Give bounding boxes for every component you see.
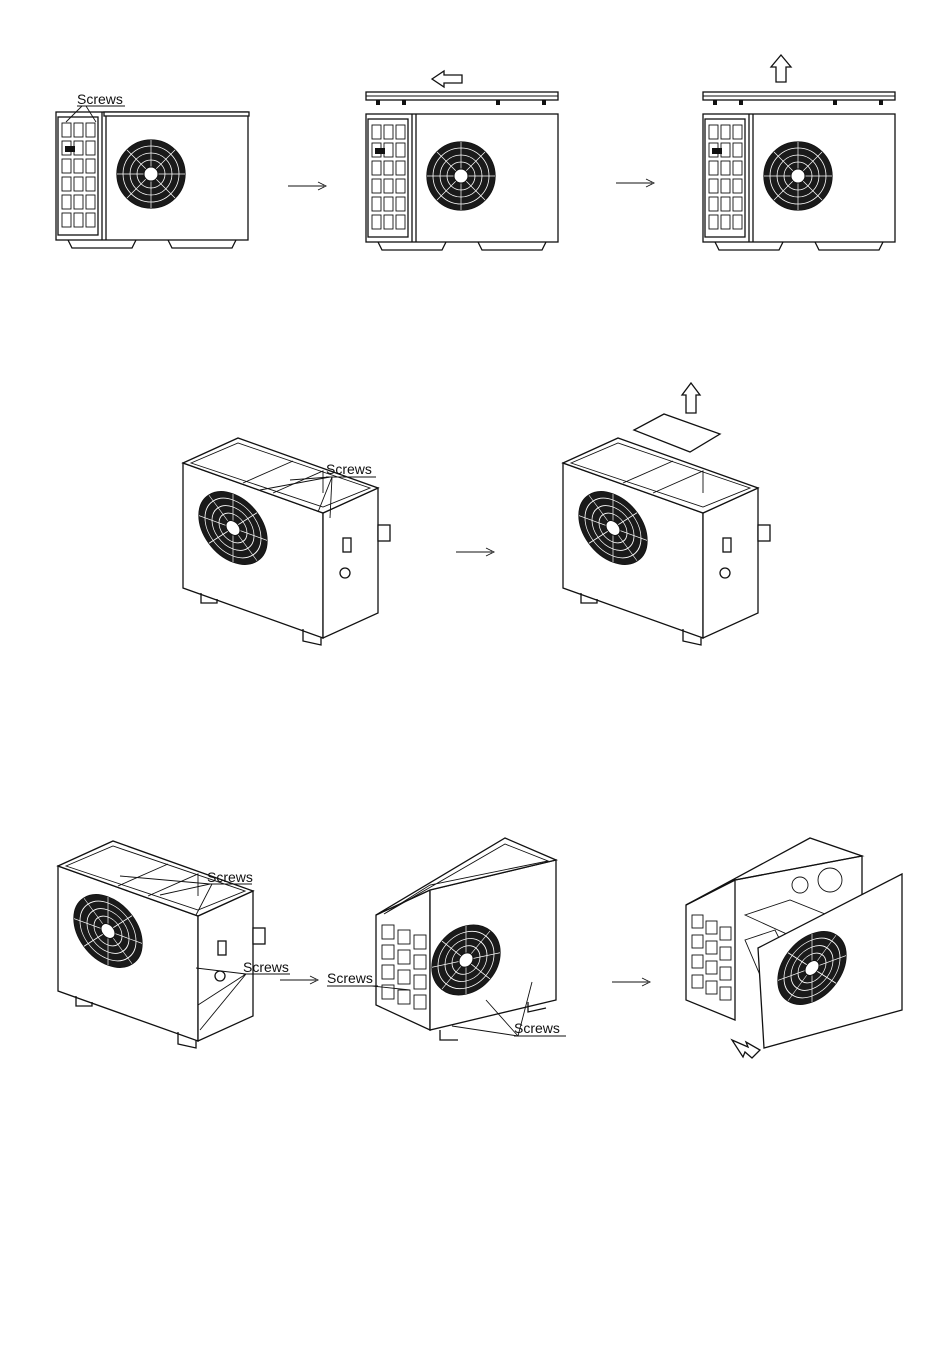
flow-arrow-icon	[280, 976, 318, 984]
flow-arrow-icon	[288, 182, 326, 190]
screws-label-6: Screws	[514, 1020, 560, 1036]
flow-arrow-icon	[456, 548, 494, 556]
step1-panel-a: Screws	[56, 91, 249, 248]
screws-label-1: Screws	[77, 91, 123, 107]
hollow-arrow-down-right-icon	[732, 1040, 760, 1058]
hollow-arrow-up-icon	[682, 383, 700, 413]
step2-panel-b	[563, 383, 770, 645]
screws-label-5: Screws	[327, 970, 373, 986]
flow-arrow-icon	[612, 978, 650, 986]
screws-label-4: Screws	[243, 959, 289, 975]
step3-panel-a: Screws Screws	[58, 841, 290, 1048]
step3-panel-c	[686, 838, 902, 1058]
step2-panel-a: Screws	[183, 438, 390, 645]
screws-label-3: Screws	[207, 869, 253, 885]
flow-arrow-icon	[616, 179, 654, 187]
screws-label-2: Screws	[326, 461, 372, 477]
step3-panel-b: Screws Screws	[327, 838, 566, 1040]
hollow-arrow-left-icon	[432, 71, 462, 87]
hollow-arrow-up-icon	[771, 55, 791, 82]
step1-panel-c	[703, 55, 895, 250]
step1-panel-b	[366, 71, 558, 250]
